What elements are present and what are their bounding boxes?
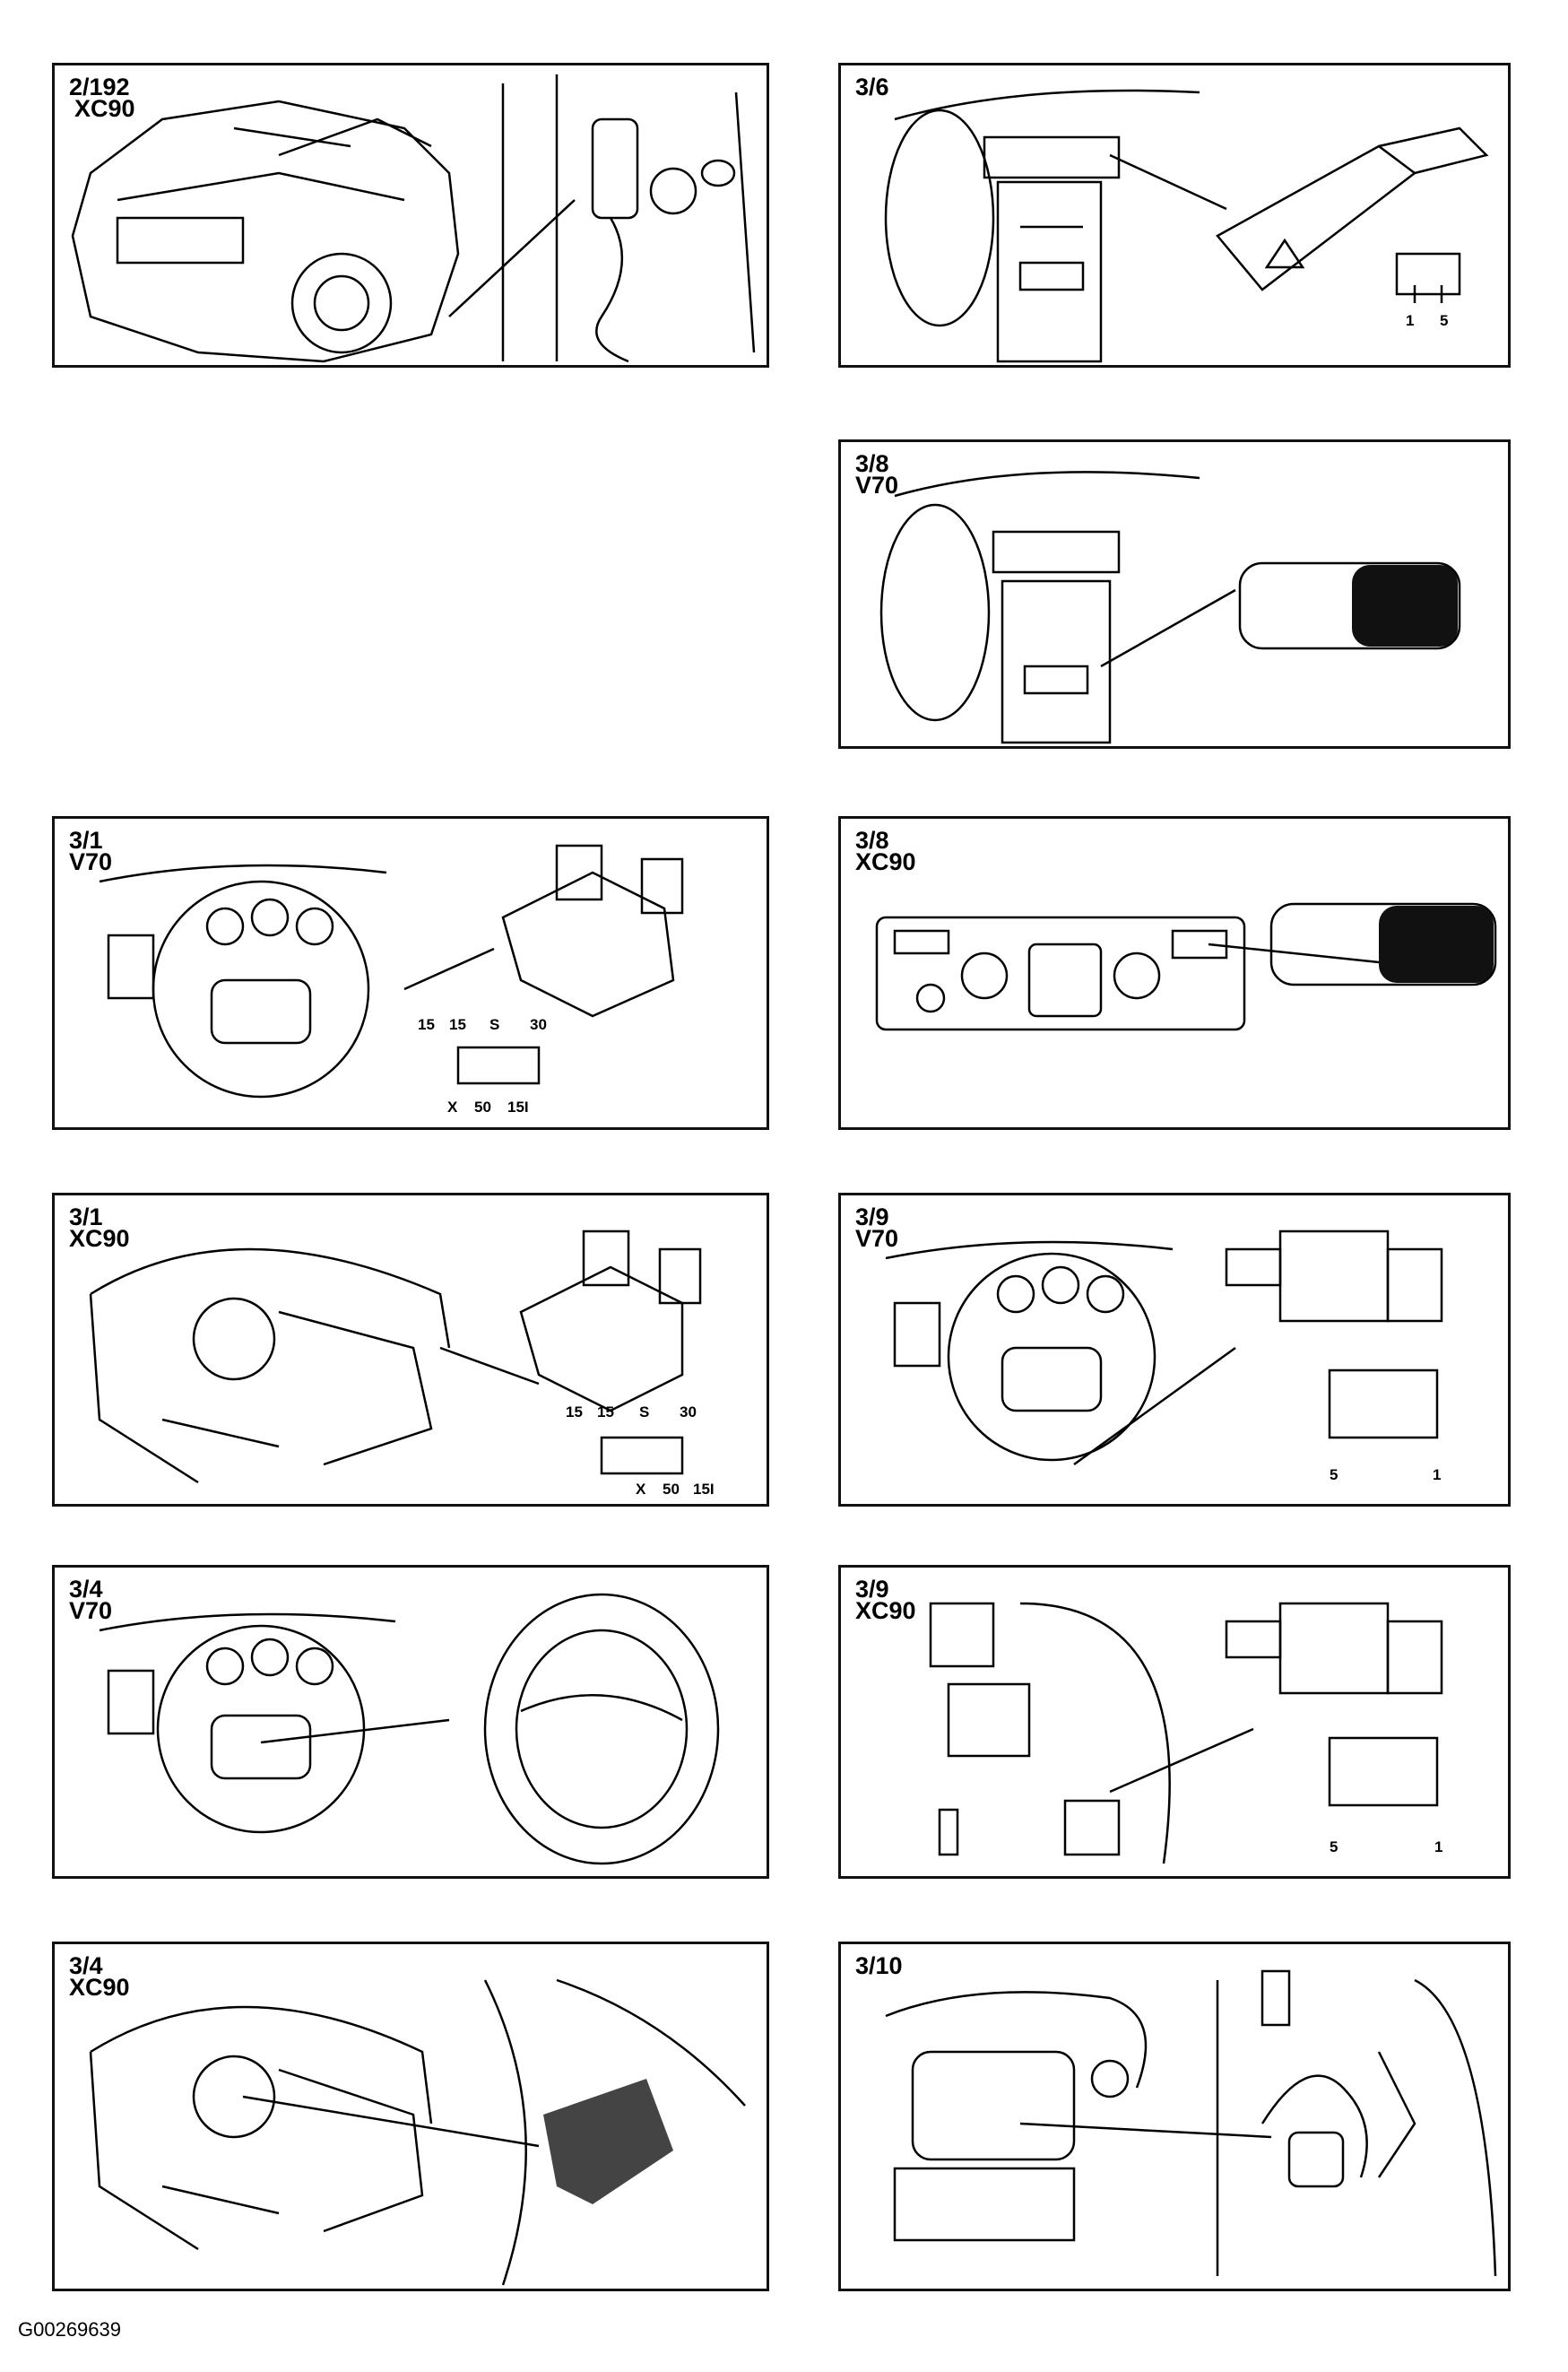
airbag-v70-illustration	[99, 1593, 720, 1865]
dashboard-hazard-switch-illustration	[884, 89, 1489, 363]
brake-switch-v70-illustration	[885, 1229, 1443, 1466]
pin-label: 15	[418, 1016, 435, 1033]
car-front-illustration	[71, 74, 756, 363]
panel-label: 3/6	[855, 74, 889, 100]
pin-label: 5	[1330, 1466, 1338, 1483]
cabin-ignition-illustration	[89, 1229, 702, 1484]
panel-3-10: 3/10	[838, 1942, 1511, 2291]
pin-label: S	[639, 1403, 650, 1421]
airbag-xc90-illustration	[89, 1978, 746, 2286]
pin-label: 30	[680, 1403, 697, 1421]
pin-label: 50	[474, 1099, 491, 1116]
climate-panel-illustration	[875, 902, 1497, 1031]
document-id: G00269639	[18, 2318, 121, 2341]
pin-label: 15I	[507, 1099, 529, 1116]
brake-switch-xc90-illustration	[929, 1602, 1443, 1864]
pin-label: 15	[566, 1403, 583, 1421]
panel-label: 3/10	[855, 1952, 903, 1979]
pin-label: 5	[1440, 312, 1449, 329]
dashboard-switch-illustration	[879, 471, 1461, 744]
pin-label: 15I	[693, 1481, 715, 1498]
pin-label: 5	[1330, 1838, 1338, 1855]
pin-label: 1	[1434, 1838, 1443, 1855]
engine-bay-sensor-illustration	[885, 1969, 1497, 2277]
pin-label: X	[636, 1481, 646, 1498]
pin-label: 1	[1433, 1466, 1442, 1483]
pin-label: 1	[1406, 312, 1415, 329]
panel-3-6: 3/6 1 5	[838, 63, 1511, 368]
pin-label: S	[489, 1016, 500, 1033]
pin-label: 30	[530, 1016, 547, 1033]
steering-ignition-illustration	[99, 844, 684, 1099]
pin-label: X	[447, 1099, 458, 1116]
pin-label: 15	[449, 1016, 466, 1033]
pin-label: 50	[663, 1481, 680, 1498]
pin-label: 15	[597, 1403, 614, 1421]
